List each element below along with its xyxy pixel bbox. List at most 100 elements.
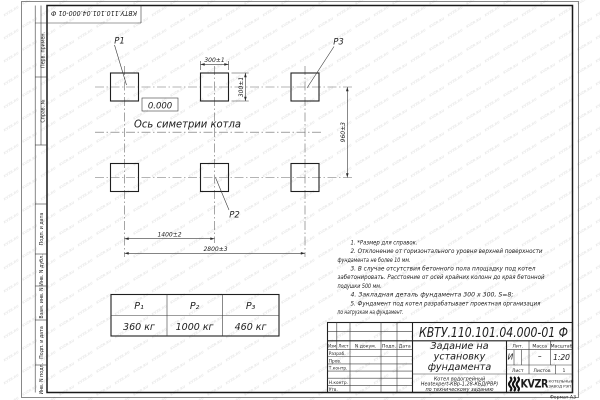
watermark-text: KVZR.RU xyxy=(3,97,20,109)
watermark-text: KVZR.RU xyxy=(58,40,75,52)
watermark-text: KVZR.RU xyxy=(95,247,112,259)
watermark-text: KVZR.RU xyxy=(21,270,38,282)
watermark-text: KVZR.RU xyxy=(243,339,260,351)
watermark-text: KVZR.RU xyxy=(77,97,94,109)
watermark-text: KVZR.RU xyxy=(3,396,20,400)
watermark-text: KVZR.RU xyxy=(95,63,112,75)
watermark-text: KVZR.RU xyxy=(391,316,408,328)
stamp-inv-dubl: Инв. N дубл. xyxy=(39,254,45,285)
watermark-text: KVZR.RU xyxy=(77,304,94,316)
watermark-text: KVZR.RU xyxy=(243,247,260,259)
watermark-text: KVZR.RU xyxy=(95,385,112,397)
watermark-text: KVZR.RU xyxy=(225,51,242,63)
dim-pad-height-text: 300±1 xyxy=(238,77,245,97)
watermark-text: KVZR.RU xyxy=(373,396,390,400)
watermark-text: KVZR.RU xyxy=(595,166,600,178)
watermark-text: KVZR.RU xyxy=(280,362,297,374)
lit-value: И xyxy=(508,353,514,362)
watermark-text: KVZR.RU xyxy=(77,189,94,201)
watermark-text: KVZR.RU xyxy=(484,212,501,224)
scale-value: 1:20 xyxy=(553,353,570,362)
watermark-text: KVZR.RU xyxy=(373,189,390,201)
watermark-text: KVZR.RU xyxy=(595,304,600,316)
watermark-text: KVZR.RU xyxy=(77,373,94,385)
watermark-text: KVZR.RU xyxy=(0,293,1,305)
watermark-text: KVZR.RU xyxy=(95,339,112,351)
watermark-text: KVZR.RU xyxy=(262,166,279,178)
watermark-text: KVZR.RU xyxy=(299,189,316,201)
watermark-text: KVZR.RU xyxy=(151,212,168,224)
watermark-text: KVZR.RU xyxy=(354,17,371,29)
watermark-text: KVZR.RU xyxy=(336,166,353,178)
watermark-text: KVZR.RU xyxy=(428,63,445,75)
watermark-text: KVZR.RU xyxy=(539,155,556,167)
watermark-text: KVZR.RU xyxy=(21,132,38,144)
watermark-text: KVZR.RU xyxy=(521,281,538,293)
watermark-text: KVZR.RU xyxy=(317,63,334,75)
watermark-text: KVZR.RU xyxy=(151,143,168,155)
watermark-text: KVZR.RU xyxy=(502,178,519,190)
watermark-text: KVZR.RU xyxy=(95,224,112,236)
watermark-text: KVZR.RU xyxy=(447,166,464,178)
watermark-text: KVZR.RU xyxy=(317,224,334,236)
watermark-text: KVZR.RU xyxy=(484,51,501,63)
watermark-text: KVZR.RU xyxy=(132,247,149,259)
watermark-text: KVZR.RU xyxy=(595,74,600,86)
watermark-text: KVZR.RU xyxy=(299,120,316,132)
drawing-frame xyxy=(46,4,574,394)
sheet-borders xyxy=(21,1,579,398)
watermark-text: KVZR.RU xyxy=(3,166,20,178)
watermark-text: KVZR.RU xyxy=(280,201,297,213)
watermark-text: KVZR.RU xyxy=(21,339,38,351)
watermark-text: KVZR.RU xyxy=(447,120,464,132)
watermark-text: KVZR.RU xyxy=(0,132,1,144)
watermark-text: KVZR.RU xyxy=(58,362,75,374)
pad-bottom-left xyxy=(109,162,140,193)
dim-row-spacing-text: 960±3 xyxy=(340,122,347,142)
watermark-text: KVZR.RU xyxy=(188,212,205,224)
watermark-text: KVZR.RU xyxy=(3,373,20,385)
watermark-text: KVZR.RU xyxy=(0,0,1,6)
watermark-text: KVZR.RU xyxy=(0,362,1,374)
pad-top-middle xyxy=(199,72,230,102)
watermark-text: KVZR.RU xyxy=(280,155,297,167)
watermark-text: KVZR.RU xyxy=(447,97,464,109)
watermark-text: KVZR.RU xyxy=(299,258,316,270)
watermark-text: KVZR.RU xyxy=(373,166,390,178)
watermark-text: KVZR.RU xyxy=(188,28,205,40)
watermark-text: KVZR.RU xyxy=(225,304,242,316)
watermark-text: KVZR.RU xyxy=(317,109,334,121)
plan-view: 300±1 300±1 960±3 1400±2 xyxy=(95,37,353,257)
watermark-text: KVZR.RU xyxy=(280,17,297,29)
watermark-text: KVZR.RU xyxy=(21,316,38,328)
load-table-header-p3: P₃ xyxy=(246,301,256,312)
watermark-text: KVZR.RU xyxy=(280,224,297,236)
watermark-text: KVZR.RU xyxy=(21,247,38,259)
subtitle-line-1: Котел водогрейный xyxy=(434,376,485,382)
watermark-text: KVZR.RU xyxy=(3,51,20,63)
note-line-8: 5. Фундамент под котел разрабатывает про… xyxy=(351,299,541,307)
watermark-text: KVZR.RU xyxy=(132,362,149,374)
watermark-text: KVZR.RU xyxy=(0,63,1,75)
watermark-text: KVZR.RU xyxy=(21,362,38,374)
watermark-text: KVZR.RU xyxy=(484,28,501,40)
stamp-inv-podl: Инв. N подл. xyxy=(39,363,45,395)
watermark-text: KVZR.RU xyxy=(3,143,20,155)
watermark-text: KVZR.RU xyxy=(206,17,223,29)
watermark-text: KVZR.RU xyxy=(336,74,353,86)
watermark-text: KVZR.RU xyxy=(169,385,186,397)
watermark-text: KVZR.RU xyxy=(299,396,316,400)
watermark-text: KVZR.RU xyxy=(77,51,94,63)
watermark-text: KVZR.RU xyxy=(262,143,279,155)
watermark-text: KVZR.RU xyxy=(58,339,75,351)
axis-of-symmetry-label: Ось симетрии котла xyxy=(134,119,241,131)
watermark-text: KVZR.RU xyxy=(595,51,600,63)
watermark-text: KVZR.RU xyxy=(299,212,316,224)
watermark-text: KVZR.RU xyxy=(576,224,593,236)
watermark-text: KVZR.RU xyxy=(225,258,242,270)
load-table-value-p3: 460 кг xyxy=(235,322,268,333)
watermark-text: KVZR.RU xyxy=(3,120,20,132)
watermark-text: KVZR.RU xyxy=(410,166,427,178)
watermark-text: KVZR.RU xyxy=(206,385,223,397)
